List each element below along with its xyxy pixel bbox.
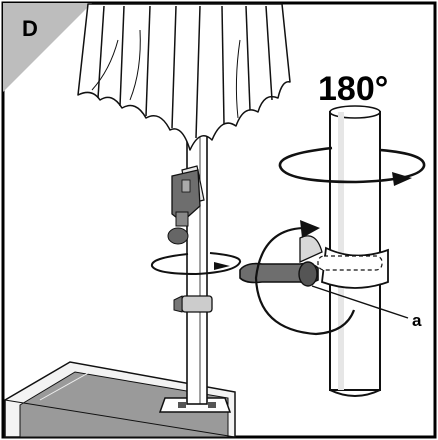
swing-arrow-icon (254, 220, 356, 336)
detail-clamp-band (299, 235, 389, 289)
step-label: D (22, 16, 38, 41)
rotation-label: 180° (318, 70, 388, 108)
lock-lever (239, 261, 319, 287)
rotation-arrow-icon (278, 146, 426, 186)
callout-label-a: a (412, 311, 422, 330)
tilt-mechanism (167, 169, 201, 245)
detail-tube (329, 105, 381, 397)
pole-clamp (173, 295, 213, 313)
small-rotation-arrow-icon (150, 252, 242, 276)
umbrella-canopy (77, 3, 291, 151)
callout-leader-line (311, 285, 409, 319)
umbrella-base (4, 361, 236, 438)
step-tab (3, 3, 92, 92)
